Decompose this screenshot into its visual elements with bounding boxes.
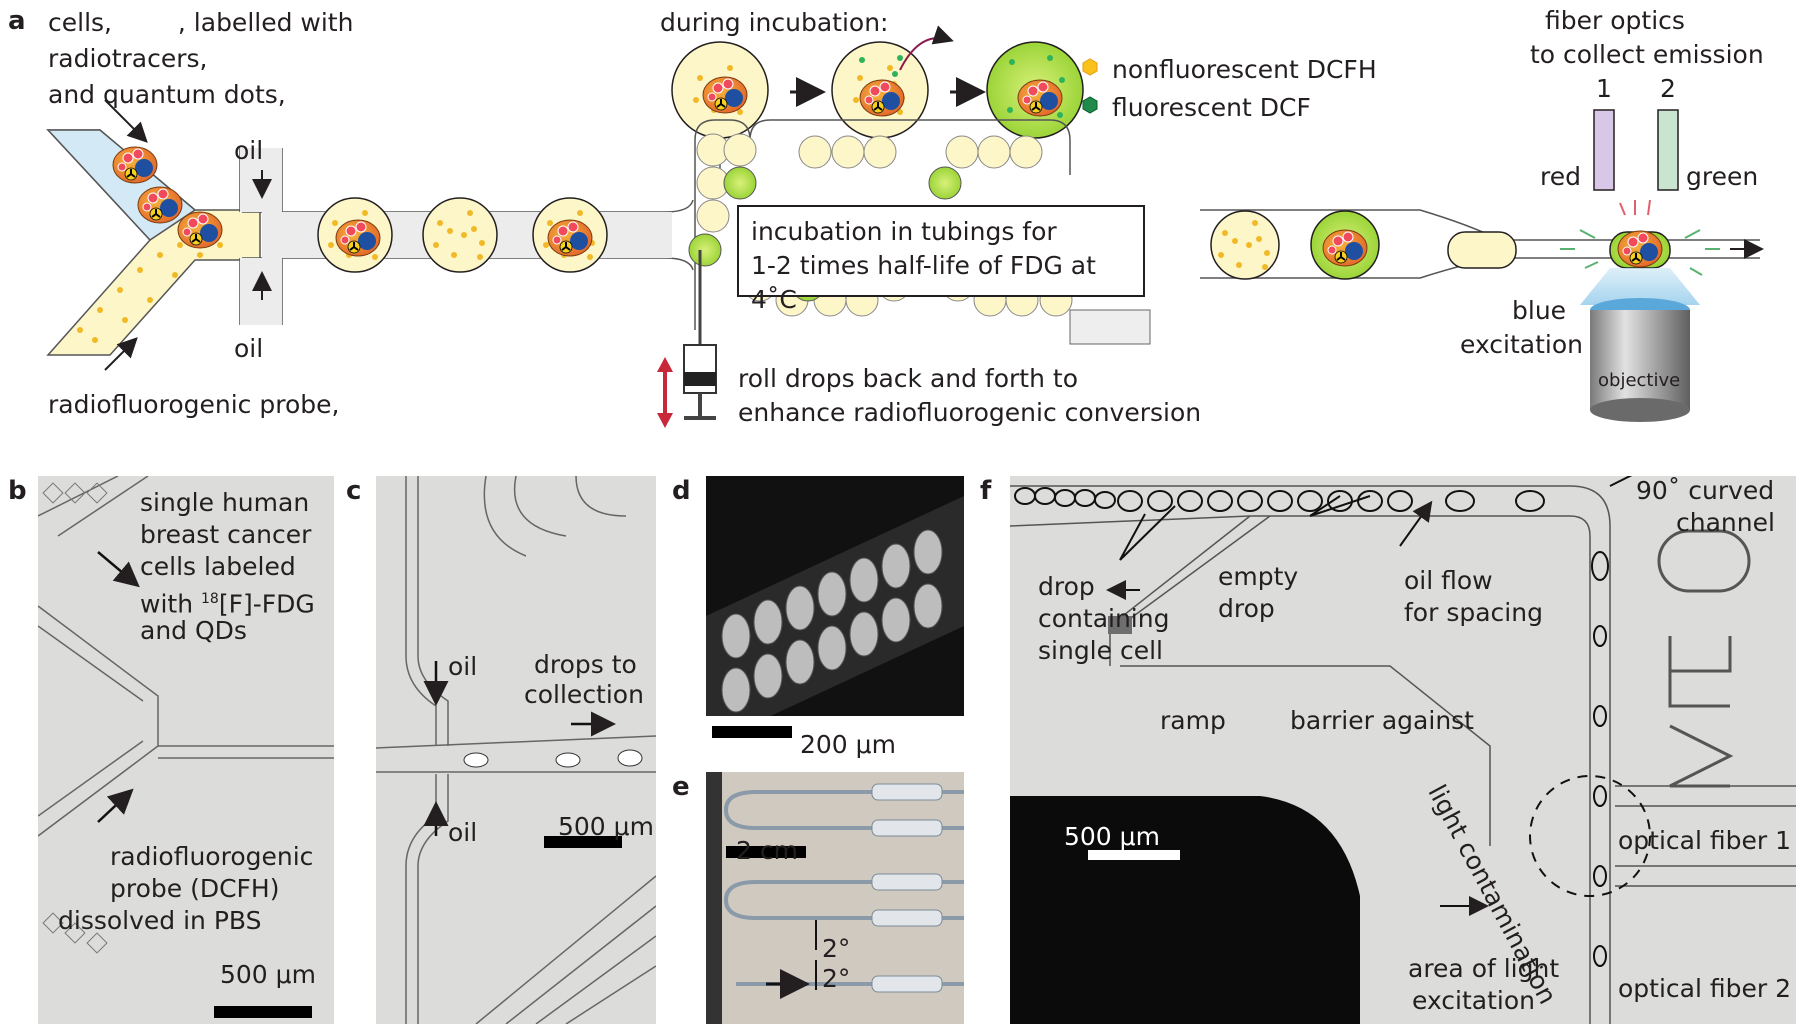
roll-line-1: roll drops back and forth to <box>738 364 1079 393</box>
cells-label-1: cells, <box>48 8 112 37</box>
panel-b-letter: b <box>8 476 27 506</box>
panel-a-letter: a <box>8 6 26 36</box>
e-scale-label: 2 cm <box>736 836 798 865</box>
c-drops-1: drops to <box>534 650 637 679</box>
objective-label: objective <box>1598 370 1681 391</box>
f-curved-1: 90˚ curved <box>1636 476 1775 505</box>
incubation-line-2: 1-2 times half-life of FDG at 4˚C <box>751 251 1096 314</box>
b-text-5: and QDs <box>140 616 247 645</box>
f-scale-label: 500 μm <box>1064 822 1160 851</box>
panel-f-letter: f <box>980 476 992 506</box>
roll-line-2: enhance radiofluorogenic conversion <box>738 398 1202 427</box>
c-oil-bottom: oil <box>448 818 478 847</box>
f-area-2: excitation <box>1412 986 1535 1015</box>
panel-e-tubing <box>706 772 964 1024</box>
panel-f-channels <box>1010 476 1796 1024</box>
during-incubation-label: during incubation: <box>660 8 889 37</box>
e-angle-1: 2° <box>822 934 851 963</box>
f-fiber-2: optical fiber 2 <box>1618 974 1791 1003</box>
fiber-2-label: 2 <box>1660 74 1676 103</box>
blue-excitation-1: blue <box>1512 296 1567 325</box>
oil-top-label: oil <box>234 136 264 165</box>
panel-f-micrograph <box>1010 476 1796 1024</box>
f-oilflow-2: for spacing <box>1404 598 1543 627</box>
fiber-optics-line-1: fiber optics <box>1545 6 1685 35</box>
f-ramp: ramp <box>1160 706 1226 735</box>
legend-fluorescent: fluorescent DCF <box>1112 93 1311 122</box>
f-fiber-1: optical fiber 1 <box>1618 826 1791 855</box>
panel-b-channels <box>38 476 334 1018</box>
f-empty-2: drop <box>1218 594 1275 623</box>
panel-d-micrograph <box>706 476 964 756</box>
quantum-dots-label: and quantum dots, <box>48 80 286 109</box>
panel-b-micrograph <box>38 476 334 1024</box>
panel-c-channels <box>376 476 656 1024</box>
oil-bottom-label: oil <box>234 334 264 363</box>
radiotracers-label: radiotracers, <box>48 44 208 73</box>
b-text-4-sup: 18 <box>201 591 219 607</box>
legend-nonfluorescent: nonfluorescent DCFH <box>1112 55 1377 84</box>
panel-e-photo <box>706 772 964 1024</box>
b-text-1: single human <box>140 488 310 517</box>
panel-d-drops <box>706 496 964 756</box>
panel-c-micrograph <box>376 476 656 1024</box>
f-drop-2: containing <box>1038 604 1170 633</box>
f-area-1: area of light <box>1408 954 1560 983</box>
fiber-optics-line-2: to collect emission <box>1530 40 1764 69</box>
cells-label-1b: , labelled with <box>177 8 354 37</box>
b-probe-3: dissolved in PBS <box>58 906 262 935</box>
c-scale-label: 500 μm <box>558 812 654 841</box>
b-text-4-pre: with <box>140 589 201 619</box>
green-label: green <box>1686 162 1759 191</box>
c-oil-top: oil <box>448 652 478 681</box>
probe-label: radiofluorogenic probe, <box>48 390 340 419</box>
panel-e-letter: e <box>672 772 690 802</box>
b-scale-label: 500 μm <box>220 960 316 989</box>
b-text-2: breast cancer <box>140 520 312 549</box>
b-probe-2: probe (DCFH) <box>110 874 280 903</box>
f-drop-1: drop <box>1038 572 1095 601</box>
f-curved-2: channel <box>1676 508 1775 537</box>
f-oilflow-1: oil flow <box>1404 566 1493 595</box>
f-barrier: barrier against <box>1290 706 1474 735</box>
red-label: red <box>1540 162 1581 191</box>
blue-excitation-2: excitation <box>1460 330 1583 359</box>
cells-label: cells, , labelled with <box>48 8 353 38</box>
c-drops-2: collection <box>524 680 644 709</box>
d-scale-label: 200 μm <box>800 730 896 759</box>
fiber-1-label: 1 <box>1596 74 1612 103</box>
e-angle-2: 2° <box>822 964 851 993</box>
b-text-4: with 18[F]-FDG <box>140 584 315 619</box>
f-empty-1: empty <box>1218 562 1299 591</box>
b-text-4-post: [F]-FDG <box>218 589 315 619</box>
f-drop-3: single cell <box>1038 636 1163 665</box>
b-text-3: cells labeled <box>140 552 296 581</box>
panel-c-letter: c <box>346 476 362 506</box>
b-probe-1: radiofluorogenic <box>110 842 314 871</box>
incubation-line-1: incubation in tubings for <box>751 217 1057 246</box>
incubation-box: incubation in tubings for 1-2 times half… <box>737 205 1145 314</box>
panel-d-letter: d <box>672 476 691 506</box>
